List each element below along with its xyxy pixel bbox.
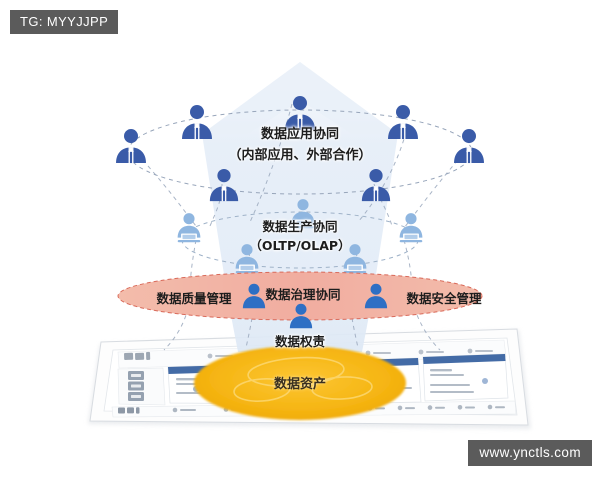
dashboard-panel-3: [422, 353, 509, 402]
production-label-line1: 数据生产协同: [262, 219, 338, 234]
data-security-management-label: 数据安全管理: [406, 291, 482, 306]
data-governance-label: 数据治理协同: [265, 287, 341, 302]
website-watermark-tag: www.ynctls.com: [468, 439, 592, 466]
production-layer-label: 数据生产协同 （OLTP/OLAP）: [0, 217, 600, 255]
application-label-line2: （内部应用、外部合作）: [228, 148, 372, 163]
data-quality-management-label: 数据质量管理: [156, 291, 232, 306]
dashboard-sidebar: [117, 367, 166, 406]
production-label-line2: （OLTP/OLAP）: [249, 238, 351, 253]
telegram-watermark-tag: TG: MYYJJPP: [10, 10, 119, 34]
application-label-line1: 数据应用协同: [260, 127, 339, 142]
application-layer-label: 数据应用协同 （内部应用、外部合作）: [0, 124, 600, 166]
data-asset-ellipse: [194, 346, 406, 420]
data-responsibility-label: 数据权责: [274, 334, 325, 349]
governance-band: [117, 271, 483, 321]
data-asset-label: 数据资产: [273, 377, 326, 392]
